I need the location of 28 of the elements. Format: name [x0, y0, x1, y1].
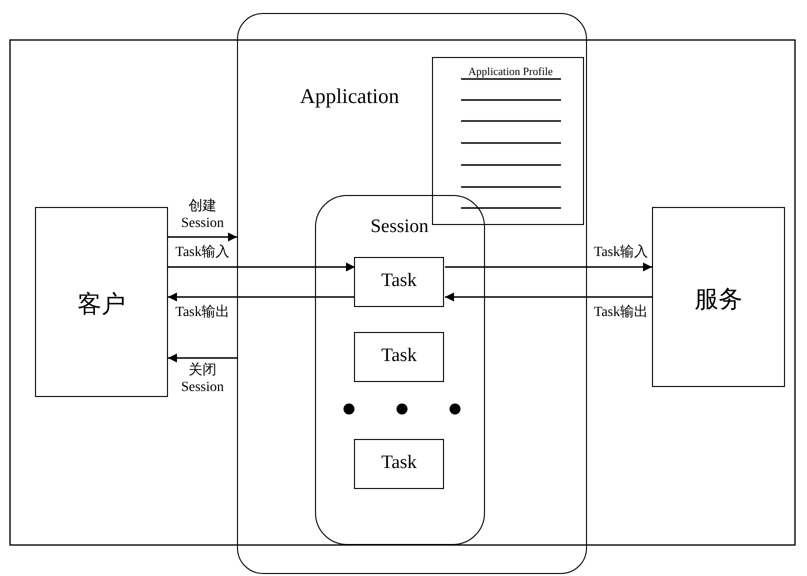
node-label: 客户	[76, 289, 126, 320]
edge-label: 创建 Session	[180, 198, 225, 232]
node-label: Task	[380, 270, 418, 292]
profile-document	[432, 56, 584, 224]
arrow	[168, 232, 237, 242]
arrow	[445, 292, 652, 302]
edge-label: 关闭 Session	[180, 362, 225, 396]
task-box	[354, 439, 444, 489]
task-box	[354, 257, 444, 307]
arrow	[445, 262, 652, 272]
node-label: 服务	[694, 284, 744, 315]
node-label: Task	[380, 452, 418, 474]
arrow	[168, 292, 355, 302]
application-box	[237, 13, 587, 574]
edge-label: Task输出	[592, 304, 650, 321]
arrow	[168, 262, 355, 272]
node-label: Application	[300, 84, 400, 109]
arrow	[168, 354, 237, 362]
node-label: Session	[369, 216, 430, 238]
session-box	[314, 194, 484, 544]
edge-label: Task输入	[592, 244, 650, 261]
edge-label: Task输出	[174, 304, 231, 321]
edge-label: Task输入	[174, 244, 231, 261]
client-box	[35, 207, 168, 397]
service-box	[652, 207, 785, 387]
node-label: Application Profile	[467, 64, 554, 80]
node-label: Task	[380, 345, 418, 367]
task-box	[354, 332, 444, 382]
